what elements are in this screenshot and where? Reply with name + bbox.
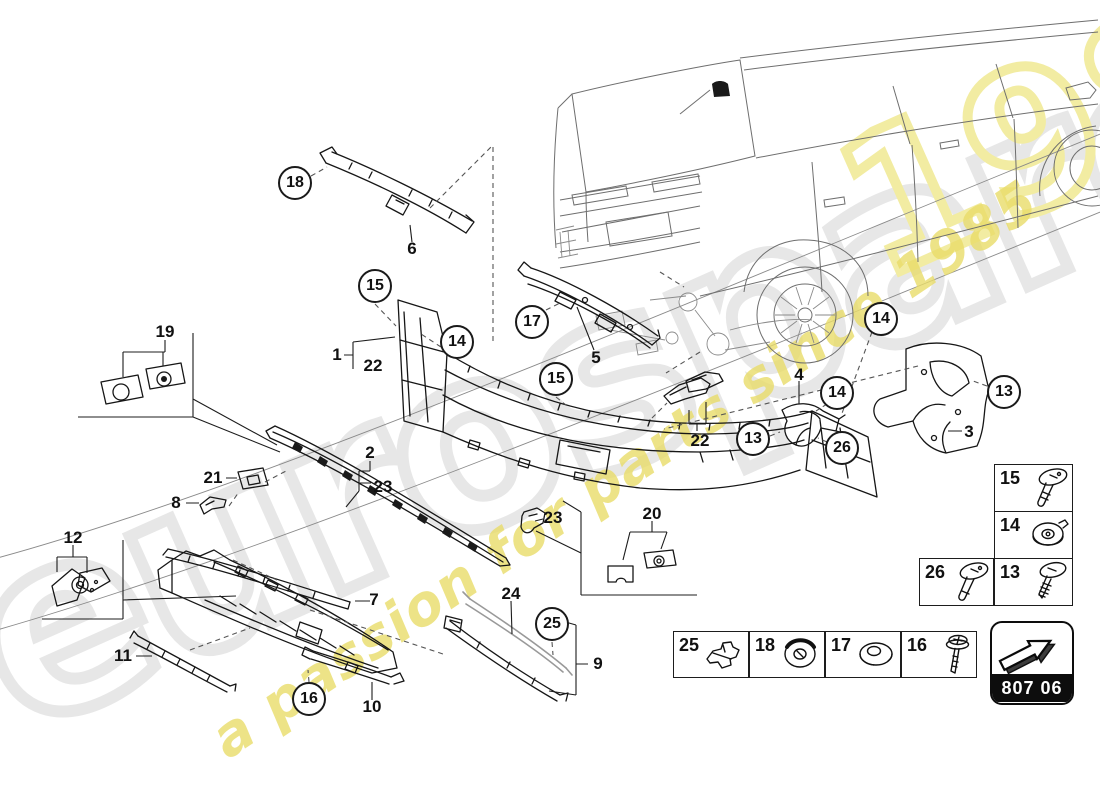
- part-2-lower-valance: [157, 549, 398, 674]
- part-6-impact-strip: [319, 146, 475, 234]
- legend-num-25: 25: [679, 635, 700, 655]
- callout-circle-16: 16: [292, 682, 326, 716]
- round-grommet-icon: [784, 638, 816, 668]
- retaining-clip-icon: [706, 641, 740, 669]
- part-7-trim-strip: [162, 548, 351, 610]
- callout-circle-17: 17: [515, 305, 549, 339]
- callout-circle-13b: 13: [987, 375, 1021, 409]
- part-23-clip: [520, 507, 546, 534]
- callout-circle-18: 18: [278, 166, 312, 200]
- callout-circle-25: 25: [535, 607, 569, 641]
- badge-arrow-area: [992, 623, 1072, 675]
- legend-num-18: 18: [755, 635, 776, 655]
- part-19-sensor-holders: [100, 362, 186, 405]
- legend-num-26: 26: [925, 562, 946, 582]
- part-5-impact-bracket: [517, 261, 661, 349]
- legend-cell-25: 25: [673, 631, 749, 678]
- swoosh-lower-edge: [0, 211, 1100, 630]
- callout-label-10: 10: [362, 697, 382, 716]
- part-3-side-bracket: [873, 342, 990, 454]
- callout-label-1: 1: [332, 345, 342, 364]
- page-ref-badge: 807 06: [990, 621, 1074, 705]
- part-1-bumper-shell: [397, 299, 878, 498]
- flat-head-screw-icon: [958, 562, 989, 601]
- callout-label-21: 21: [203, 468, 223, 487]
- legend-num-14: 14: [1000, 515, 1021, 535]
- callout-label-22: 22: [363, 356, 383, 375]
- swoosh-upper-edge: [0, 133, 1100, 558]
- callout-circle-15: 15: [358, 269, 392, 303]
- callout-label-24: 24: [501, 584, 521, 603]
- legend-num-17: 17: [831, 635, 852, 655]
- part-12-sensor-assembly: [51, 567, 111, 607]
- callout-circle-26: 26: [825, 431, 859, 465]
- part-8-clip: [199, 496, 227, 515]
- part-9-lower-strip: [443, 615, 569, 702]
- legend-num-13: 13: [1000, 562, 1021, 582]
- callout-label-11: 11: [114, 646, 132, 665]
- part-20-fixing-pieces: [607, 549, 677, 583]
- flat-head-screw-icon: [1037, 468, 1068, 507]
- direction-arrow-icon: [998, 639, 1056, 675]
- callout-label-23b: 23: [543, 508, 563, 527]
- washer-grommet-icon: [859, 642, 893, 666]
- callout-label-12: 12: [63, 528, 83, 547]
- screw-with-washer-icon: [945, 634, 970, 674]
- callout-label-7: 7: [369, 590, 379, 609]
- callout-label-2: 2: [365, 443, 375, 462]
- legend-cell-26: 26: [919, 558, 994, 606]
- legend-cell-15: 15: [994, 464, 1073, 512]
- wheel-spokes: [775, 286, 835, 344]
- callout-circle-15b: 15: [539, 362, 573, 396]
- part-24-trim-strip: [462, 591, 573, 676]
- callout-label-8: 8: [171, 493, 181, 512]
- callout-label-4: 4: [794, 365, 804, 384]
- legend-cell-18: 18: [749, 631, 825, 678]
- legend-num-16: 16: [907, 635, 928, 655]
- callout-circle-14c: 14: [820, 376, 854, 410]
- part-11-trim-strip: [129, 630, 237, 693]
- part-22-clips: [663, 371, 724, 405]
- roof-antenna-fin: [712, 81, 730, 97]
- legend-cell-17: 17: [825, 631, 901, 678]
- callout-circle-13: 13: [736, 422, 770, 456]
- callout-circle-14: 14: [440, 325, 474, 359]
- legend-cell-14: 14: [994, 511, 1073, 559]
- legend-cell-16: 16: [901, 631, 977, 678]
- callout-label-23: 23: [373, 477, 393, 496]
- self-tapping-screw-icon: [1038, 561, 1067, 599]
- part-21-plate: [237, 467, 269, 490]
- expanding-nut-icon: [1032, 519, 1069, 546]
- callout-label-5: 5: [591, 348, 601, 367]
- part-2-lower-beam: [265, 425, 511, 567]
- legend-num-15: 15: [1000, 468, 1021, 488]
- callout-circle-14b: 14: [864, 302, 898, 336]
- callout-label-22b: 22: [690, 431, 710, 450]
- leader-lines: [42, 224, 962, 700]
- callout-label-9: 9: [593, 654, 603, 673]
- legend-cell-13: 13: [994, 558, 1073, 606]
- part-10-bracket: [301, 646, 405, 685]
- callout-label-20: 20: [642, 504, 662, 523]
- callout-label-6: 6: [407, 239, 417, 258]
- vehicle-outline: [553, 19, 1100, 364]
- page-ref-code: 807 06: [992, 674, 1072, 702]
- callout-label-3: 3: [964, 422, 974, 441]
- callout-label-19: 19: [155, 322, 175, 341]
